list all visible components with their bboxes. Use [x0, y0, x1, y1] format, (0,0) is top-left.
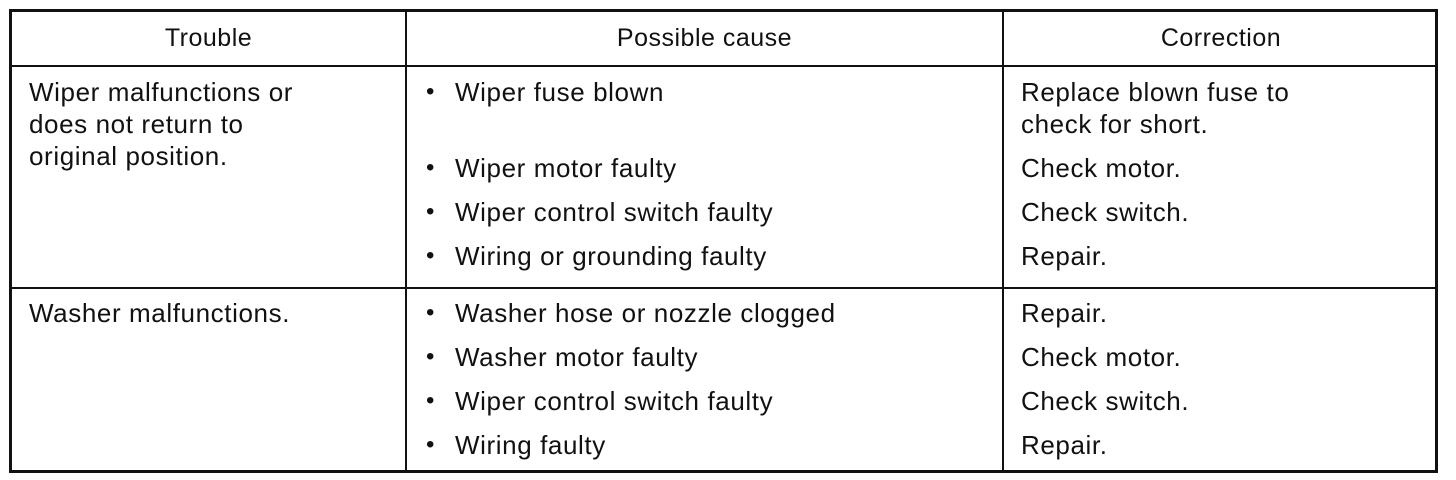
table-row: Washer malfunctions. • Washer hose or no…	[12, 289, 1435, 473]
bullet-icon: •	[426, 154, 435, 181]
column-divider	[405, 67, 407, 287]
cause-text: Wiper motor faulty	[455, 153, 677, 183]
column-divider	[1002, 12, 1004, 65]
correction-text: Repair.	[1021, 298, 1108, 328]
header-possible-cause: Possible cause	[616, 24, 793, 52]
cause-text: Wiring or grounding faulty	[455, 241, 767, 271]
bullet-icon: •	[426, 242, 435, 269]
bullet-icon: •	[426, 431, 435, 458]
correction-text: Repair.	[1021, 430, 1108, 460]
cause-text: Washer motor faulty	[455, 342, 699, 372]
bullet-icon: •	[426, 299, 435, 326]
trouble-text: Wiper malfunctions or	[29, 77, 294, 107]
trouble-text: Washer malfunctions.	[29, 298, 291, 328]
column-divider	[1002, 289, 1004, 473]
table-header-row: Trouble Possible cause Correction	[12, 12, 1435, 67]
correction-text: check for short.	[1021, 109, 1209, 139]
correction-text: Check switch.	[1021, 197, 1190, 227]
bullet-icon: •	[426, 78, 435, 105]
cause-text: Wiring faulty	[455, 430, 606, 460]
cause-text: Washer hose or nozzle clogged	[455, 298, 836, 328]
bullet-icon: •	[426, 343, 435, 370]
column-divider	[405, 12, 407, 65]
correction-text: Repair.	[1021, 241, 1108, 271]
cause-text: Wiper control switch faulty	[455, 197, 774, 227]
troubleshooting-table: Trouble Possible cause Correction Wiper …	[9, 9, 1438, 473]
column-divider	[1002, 67, 1004, 287]
bullet-icon: •	[426, 387, 435, 414]
cause-text: Wiper control switch faulty	[455, 386, 774, 416]
trouble-text: original position.	[29, 141, 228, 171]
cause-text: Wiper fuse blown	[455, 77, 665, 107]
table-row: Wiper malfunctions or does not return to…	[12, 67, 1435, 289]
correction-text: Check motor.	[1021, 342, 1182, 372]
bullet-icon: •	[426, 198, 435, 225]
trouble-text: does not return to	[29, 109, 244, 139]
correction-text: Check motor.	[1021, 153, 1182, 183]
correction-text: Replace blown fuse to	[1021, 77, 1290, 107]
column-divider	[405, 289, 407, 473]
header-correction: Correction	[1160, 24, 1282, 52]
correction-text: Check switch.	[1021, 386, 1190, 416]
header-trouble: Trouble	[164, 24, 253, 52]
